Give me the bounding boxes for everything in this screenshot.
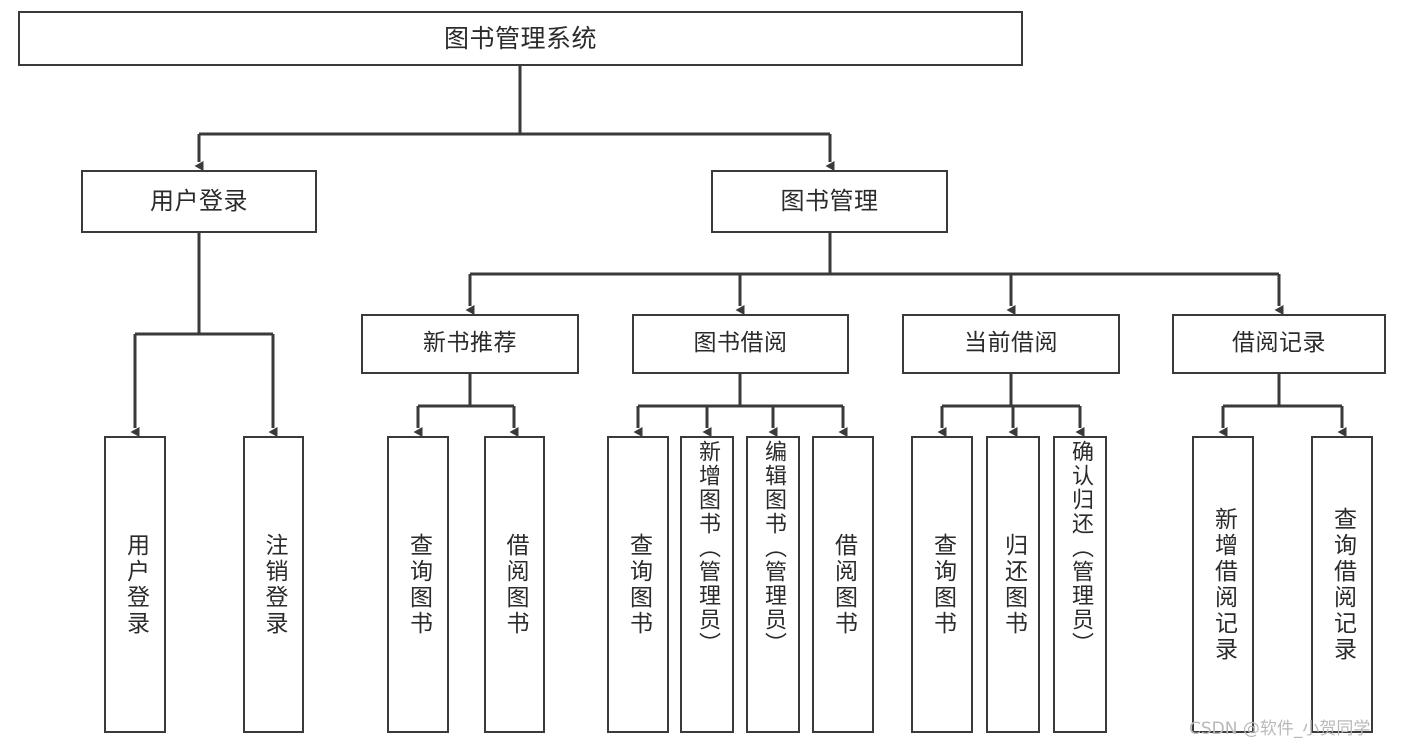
node-leaf-return-book[interactable]: 归还图书 bbox=[986, 436, 1040, 733]
csdn-watermark: CSDN @软件_小贺同学 bbox=[1189, 719, 1371, 739]
node-leaf-borrow-book-recommend[interactable]: 借阅图书 bbox=[484, 436, 545, 733]
node-leaf-user-login[interactable]: 用户登录 bbox=[104, 436, 166, 733]
node-leaf-query-book-recommend-label: 查询图书 bbox=[405, 532, 432, 637]
node-leaf-query-borrow-record[interactable]: 查询借阅记录 bbox=[1311, 436, 1373, 733]
node-leaf-query-borrow-record-label: 查询借阅记录 bbox=[1329, 506, 1356, 663]
node-leaf-add-borrow-record[interactable]: 新增借阅记录 bbox=[1192, 436, 1254, 733]
node-root-label: 图书管理系统 bbox=[443, 23, 597, 53]
node-leaf-query-book-current-label: 查询图书 bbox=[929, 532, 956, 637]
node-book-management[interactable]: 图书管理 bbox=[711, 170, 948, 233]
node-leaf-logout-login-label: 注销登录 bbox=[261, 532, 287, 637]
node-leaf-add-borrow-record-label: 新增借阅记录 bbox=[1210, 506, 1237, 663]
node-leaf-query-book-recommend[interactable]: 查询图书 bbox=[387, 436, 449, 733]
node-leaf-add-book-admin-label: 新增图书（管理员） bbox=[695, 440, 720, 656]
node-leaf-borrow-book-label: 借阅图书 bbox=[830, 532, 857, 637]
node-book-borrow-label: 图书借阅 bbox=[693, 330, 788, 357]
node-root[interactable]: 图书管理系统 bbox=[18, 11, 1023, 66]
node-user-login[interactable]: 用户登录 bbox=[81, 170, 317, 233]
node-leaf-query-book-borrow-label: 查询图书 bbox=[625, 532, 652, 637]
node-leaf-edit-book-admin-label: 编辑图书（管理员） bbox=[761, 440, 786, 656]
node-leaf-confirm-return-admin-label: 确认归还（管理员） bbox=[1068, 440, 1093, 656]
node-leaf-user-login-label: 用户登录 bbox=[122, 532, 149, 637]
node-leaf-logout-login[interactable]: 注销登录 bbox=[243, 436, 304, 733]
node-new-book-recommend[interactable]: 新书推荐 bbox=[361, 314, 579, 374]
node-borrow-record[interactable]: 借阅记录 bbox=[1172, 314, 1386, 374]
node-leaf-edit-book-admin[interactable]: 编辑图书（管理员） bbox=[746, 436, 800, 733]
node-leaf-borrow-book-recommend-label: 借阅图书 bbox=[502, 532, 528, 637]
node-current-borrow[interactable]: 当前借阅 bbox=[902, 314, 1120, 374]
node-leaf-borrow-book[interactable]: 借阅图书 bbox=[812, 436, 874, 733]
node-leaf-confirm-return-admin[interactable]: 确认归还（管理员） bbox=[1053, 436, 1107, 733]
node-leaf-return-book-label: 归还图书 bbox=[1000, 532, 1027, 637]
node-user-login-label: 用户登录 bbox=[150, 187, 248, 216]
node-borrow-record-label: 借阅记录 bbox=[1232, 330, 1326, 357]
node-leaf-add-book-admin[interactable]: 新增图书（管理员） bbox=[680, 436, 734, 733]
node-leaf-query-book-borrow[interactable]: 查询图书 bbox=[607, 436, 669, 733]
node-book-management-label: 图书管理 bbox=[780, 187, 879, 216]
node-current-borrow-label: 当前借阅 bbox=[964, 330, 1058, 357]
node-new-book-recommend-label: 新书推荐 bbox=[423, 330, 517, 357]
node-book-borrow[interactable]: 图书借阅 bbox=[632, 314, 849, 374]
node-leaf-query-book-current[interactable]: 查询图书 bbox=[911, 436, 973, 733]
